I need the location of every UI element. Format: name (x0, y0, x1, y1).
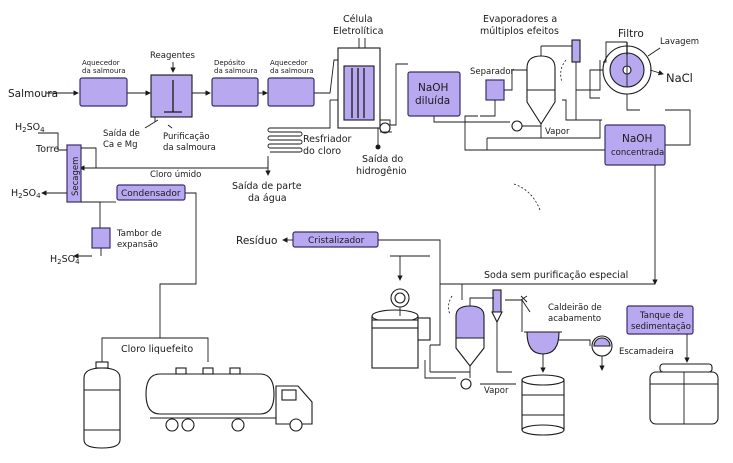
label-saida-h2-l2: hidrogênio (356, 166, 407, 177)
label-tambor-l1: Tambor de (116, 229, 162, 239)
evaporator-pump (511, 120, 523, 132)
label-tanque-l2: sedimentação (631, 322, 691, 332)
label-vapor-1: Vapor (545, 127, 570, 137)
gas-cylinder (83, 361, 121, 449)
label-separador: Separador (470, 67, 515, 77)
pump-cell (375, 63, 408, 150)
naoh-concentrated-box (604, 124, 666, 166)
brine-purifier (150, 74, 193, 122)
label-torre: Torre (35, 144, 59, 155)
drying-tower-box (66, 144, 82, 203)
electrolytic-cell (330, 38, 381, 129)
kettle-equipment (371, 288, 431, 369)
label-h2so4-mid: H2SO4 (11, 188, 41, 200)
crystallizer-box (292, 231, 379, 248)
rotary-filter (589, 41, 664, 111)
drying-tower (38, 132, 116, 228)
label-cloro-umido: Cloro úmido (150, 170, 201, 180)
label-filtro: Filtro (618, 28, 644, 40)
label-evap-l2: múltiplos efeitos (480, 26, 559, 37)
label-soda-especial: Soda sem purificação especial (484, 270, 628, 281)
label-saida-agua-l2: da água (248, 193, 287, 204)
label-reagentes: Reagentes (150, 51, 196, 61)
label-tanque-l1: Tanque de (639, 311, 684, 321)
label-celula-l2: Eletrolítica (333, 26, 383, 37)
label-deposito-l1: Depósito (214, 59, 245, 67)
label-celula-l1: Célula (343, 14, 373, 25)
label-caldeirao-l2: acabamento (548, 314, 601, 324)
label-naoh-diluida-l1: NaOH (418, 82, 448, 94)
label-purificacao-l2: da salmoura (163, 143, 216, 153)
label-saida-agua-l1: Saída de parte (232, 181, 302, 192)
chlorine-cooler (79, 100, 331, 176)
label-saida-ca-l2: Ca e Mg (103, 140, 138, 150)
ibc-container (649, 363, 719, 425)
label-resfriador-l1: Resfriador (303, 134, 352, 145)
brine-heater-1 (79, 77, 128, 107)
label-heater2-l1: Aquecedor (270, 59, 308, 67)
label-h2so4-bottom: H2SO4 (50, 254, 80, 266)
label-escamadeira: Escamadeira (619, 347, 674, 357)
naoh-dilute-box (407, 71, 461, 117)
label-nacl: NaCl (666, 71, 693, 85)
label-salmoura: Salmoura (8, 88, 58, 100)
label-heater2-l2: da salmoura (270, 67, 314, 75)
tanker-truck (145, 367, 313, 432)
label-saida-ca-l1: Saída de (103, 129, 140, 139)
labels-group: Salmoura Aquecedor da salmoura Reagentes… (8, 14, 699, 396)
expansion-drum-box (91, 227, 111, 249)
label-lavagem: Lavagem (660, 37, 699, 47)
label-h2so4-top: H2SO4 (15, 122, 45, 134)
label-condensador: Condensador (121, 189, 181, 199)
label-resfriador-l2: do cloro (303, 146, 341, 157)
label-residuo: Resíduo (236, 235, 277, 247)
label-naoh-conc-l2: concentrada (611, 148, 664, 158)
separator-box (485, 79, 505, 101)
label-heater1-l1: Aquecedor (82, 59, 120, 67)
label-heater1-l2: da salmoura (82, 67, 126, 75)
label-caldeirao-l1: Caldeirão de (548, 303, 602, 313)
sedimentation-tank-box (626, 305, 694, 335)
label-secagem: Secagem (71, 157, 81, 196)
finishing-cauldron (505, 295, 591, 373)
label-vapor-2: Vapor (484, 386, 509, 396)
bottom-evaporator (424, 289, 516, 390)
label-tambor-l2: expansão (117, 240, 158, 250)
label-cristalizador: Cristalizador (308, 236, 365, 246)
label-cloro-liquefeito: Cloro liquefeito (121, 344, 193, 355)
label-naoh-diluida-l2: diluída (415, 95, 450, 107)
label-saida-h2-l1: Saída do (362, 154, 403, 165)
condenser-box (116, 184, 186, 201)
label-naoh-conc-l1: NaOH (622, 133, 652, 145)
label-evap-l1: Evaporadores a (483, 14, 557, 25)
label-deposito-l2: da salmoura (214, 67, 258, 75)
brine-heater-2 (267, 77, 315, 107)
multi-effect-evaporator (464, 39, 620, 151)
flaker (591, 335, 613, 371)
label-purificacao-l1: Purificação (163, 132, 210, 142)
brine-tank (211, 77, 259, 107)
steel-drum (521, 374, 565, 436)
